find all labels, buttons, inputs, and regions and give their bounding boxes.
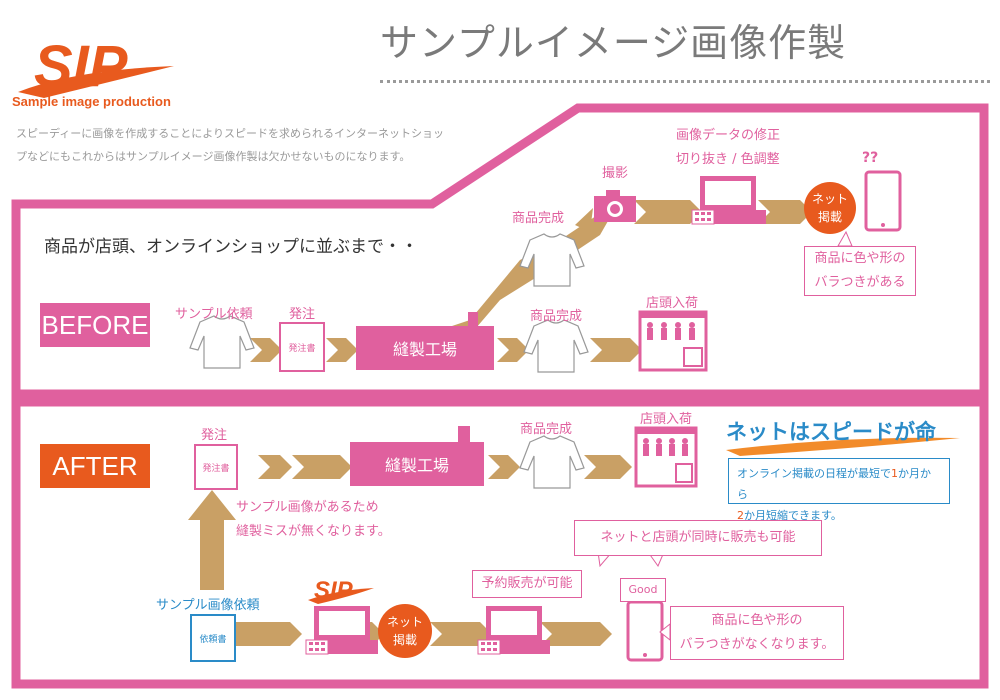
after-net-post-line2: 掲載	[392, 633, 417, 647]
sip-mini-logo: SIP	[308, 577, 374, 604]
result-line1: 商品に色や形の	[711, 613, 803, 628]
after-store-arrival: 店頭入荷	[640, 412, 693, 427]
shoot-label: 撮影	[602, 166, 629, 181]
product-done-lower: 商品完成	[530, 309, 583, 324]
sample-note-line2: 縫製ミスが無くなります。	[236, 524, 391, 539]
logo-subtitle: Sample image production	[12, 94, 171, 109]
after-net-post-line1: ネット	[386, 615, 423, 629]
before-label: BEFORE	[40, 303, 150, 347]
after-order-label: 発注	[201, 428, 228, 443]
computer-icon	[691, 176, 766, 225]
before-heading: 商品が店頭、オンラインショップに並ぶまで・・	[44, 237, 418, 257]
sample-note-line1: サンプル画像があるため	[236, 500, 379, 515]
shirt-icon	[523, 319, 589, 373]
speed-note-c: か月から	[737, 467, 931, 501]
speed-title: ネットはスピードが命	[726, 420, 936, 444]
after-net-post-circle: ネット 掲載	[378, 604, 432, 658]
speed-note-e: か月短縮できます。	[744, 509, 842, 522]
computer-icon	[477, 606, 550, 655]
brush-underline	[726, 437, 960, 456]
sip-mini-logo-text: SIP	[314, 577, 354, 604]
request-document: 依頼書	[190, 614, 236, 662]
net-post-line1: ネット	[811, 192, 848, 206]
after-upper-arrows	[188, 455, 632, 590]
speed-note-a: オンライン掲載の日程が最短で	[737, 467, 891, 480]
smartphone-icon	[864, 170, 902, 232]
shirt-icon	[189, 315, 255, 369]
edit-label-2: 切り抜き / 色調整	[676, 152, 780, 167]
sewing-factory: 縫製工場	[356, 326, 494, 370]
simultaneous-bubble: ネットと店頭が同時に販売も可能	[574, 520, 822, 556]
after-sewing-factory: 縫製工場	[350, 442, 484, 486]
intro-text: スピーディーに画像を作成することによりスピードを求められるインターネットショップ…	[16, 127, 445, 163]
before-frame	[11, 103, 989, 399]
result-bubble: 商品に色や形の バラつきがなくなります。	[670, 606, 844, 660]
computer-icon	[305, 606, 378, 655]
logo-text: SIP	[34, 34, 128, 99]
speed-note-d: 2	[737, 509, 744, 522]
order-document: 発注書	[279, 322, 325, 372]
store-icon	[638, 310, 708, 372]
product-done-upper: 商品完成	[512, 211, 565, 226]
before-arrows	[250, 200, 812, 362]
speed-note-b: 1	[891, 467, 898, 480]
page-title: サンプルイメージ画像作製	[380, 21, 847, 65]
presale-bubble: 予約販売が可能	[472, 570, 582, 598]
camera-icon	[594, 190, 636, 222]
question-marks: ??	[862, 150, 879, 166]
sample-request-label: サンプル依頼	[175, 307, 253, 322]
good-bubble: Good	[620, 578, 666, 602]
speed-note: オンライン掲載の日程が最短で1か月から 2か月短縮できます。	[728, 458, 950, 522]
shirt-icon	[519, 435, 585, 489]
problem-line1: 商品に色や形の	[814, 251, 906, 266]
problem-line2: バラつきがある	[814, 275, 906, 290]
edit-label-1: 画像データの修正	[676, 128, 781, 143]
order-label: 発注	[289, 307, 316, 322]
problem-bubble: 商品に色や形の バラつきがある	[804, 246, 916, 296]
store-icon	[634, 426, 698, 488]
store-arrival-label: 店頭入荷	[646, 296, 699, 311]
title-divider	[380, 80, 990, 83]
after-label: AFTER	[40, 444, 150, 488]
sip-logo: SIP	[18, 34, 174, 99]
smartphone-icon	[626, 600, 664, 662]
shirt-icon	[519, 233, 585, 287]
sample-image-request-label: サンプル画像依頼	[156, 598, 260, 613]
after-order-document: 発注書	[194, 444, 238, 490]
net-post-line2: 掲載	[817, 210, 842, 224]
after-product-done: 商品完成	[520, 422, 573, 437]
result-line2: バラつきがなくなります。	[679, 637, 835, 652]
net-post-circle: ネット 掲載	[804, 182, 856, 234]
after-frame	[11, 397, 989, 689]
